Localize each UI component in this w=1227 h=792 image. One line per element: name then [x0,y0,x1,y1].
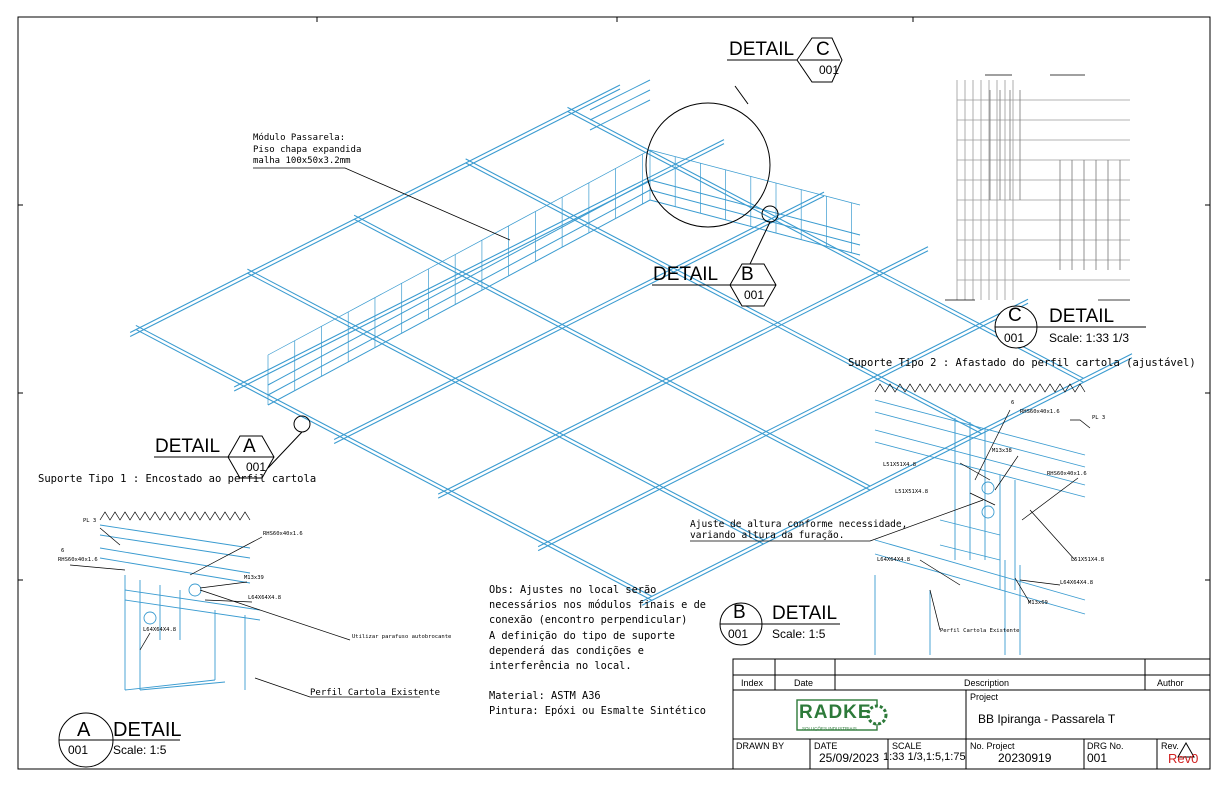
label-rhs-right: RHS60x40x1.6 [1047,471,1087,477]
tb-project-name: BB Ipiranga - Passarela T [978,712,1116,726]
detail-a-drawing [99,511,261,691]
detail-c-circle [645,102,771,228]
obs-line-3: conexão (encontro perpendicular) [489,614,688,627]
obs-spacer [489,674,706,689]
view-a-letter: A [77,719,91,741]
obs-painting: Pintura: Epóxi ou Esmalte Sintético [489,705,706,718]
label-perfil-a: Perfil Cartola Existente [310,688,441,698]
label-rhs-right-a: RHS60x40x1.6 [263,531,303,537]
label-pl3-a: PL 3 [83,518,97,524]
label-six-b: 6 [1011,400,1015,406]
tb-rev-label: Rev. [1161,741,1179,751]
detail-b-callout-word: DETAIL [653,264,719,285]
view-b-scale: Scale: 1:5 [772,627,826,641]
label-utilizar: Utilizar parafuso autobrocante [352,634,452,640]
label-l51-right: L51X51X4.8 [1071,557,1105,563]
label-l64-right-b: L64X64X4.8 [1060,580,1094,586]
view-a-title: DETAIL [113,719,182,741]
tb-scale-label: SCALE [892,741,922,751]
label-l64-right-a: L64X64X4.8 [248,595,282,601]
view-title-b [719,602,840,646]
view-c-scale: Scale: 1:33 1/3 [1049,331,1130,345]
tb-rev-value: Rev0 [1168,751,1199,766]
callout-line-2: Piso chapa expandida [253,144,362,155]
label-m13-bottom: M13x69 [1028,600,1048,606]
ajuste-line-2: variando altura da furação. [690,530,845,541]
modulo-passarela-callout: Módulo Passarela: Piso chapa expandida m… [253,133,361,168]
tb-date-header: Date [794,678,814,688]
label-l64-left-b: L64X64X4.8 [877,557,911,563]
tb-scale-value: 1:33 1/3,1:5,1:75 [883,751,966,763]
view-b-title: DETAIL [772,603,838,624]
label-l51-2: L51X51X4.8 [895,489,929,495]
obs-line-6: interferência no local. [489,660,632,673]
detail-c-callout-sheet: 001 [819,63,840,77]
label-m13-a: M13x39 [244,575,264,581]
support-type-2-title: Suporte Tipo 2 : Afastado do perfil cart… [848,357,1196,369]
detail-callout-c [727,37,843,83]
detail-a-circle [293,415,311,433]
detail-b-callout-sheet: 001 [744,288,765,302]
label-pl3-b: PL 3 [1092,415,1106,421]
view-a-sheet: 001 [68,743,89,757]
view-a-scale: Scale: 1:5 [113,743,167,757]
detail-a-callout-sheet: 001 [246,460,267,474]
label-l64-left-a: L64X64X4.8 [143,627,177,633]
detail-b-callout-letter: B [741,264,754,285]
radke-logo [796,699,888,731]
obs-line-1: Obs: Ajustes no local serão [489,584,657,596]
radke-logo-subtitle: SOLUÇÕES INDUSTRIAIS [802,726,857,731]
label-l51-1: L51X51X4.8 [883,462,917,468]
callout-line-1: Módulo Passarela: [253,133,346,143]
detail-c-leader [734,85,749,105]
obs-line-5: dependerá das condições e [489,644,644,657]
ajuste-altura-note: Ajuste de altura conforme necessidade, v… [690,519,907,541]
radke-logo-text: RADKE [799,702,872,723]
view-c-title: DETAIL [1049,306,1115,327]
obs-line-2: necessários nos módulos finais e de [489,599,706,612]
callout-line-3: malha 100x50x3.2mm [253,156,351,166]
label-rhs-left-a: RHS60x40x1.6 [58,557,98,563]
tb-drawn-by-label: DRAWN BY [736,741,785,751]
tb-drg-label: DRG No. [1087,741,1124,751]
isometric-structure-grid [129,84,1133,606]
label-m13-b: M13x38 [992,448,1012,454]
tb-drg-value: 001 [1087,751,1108,765]
detail-c-callout-word: DETAIL [729,39,795,60]
detail-a-callout-word: DETAIL [155,436,221,457]
view-b-letter: B [733,602,746,623]
detail-callout-a [154,435,275,479]
label-six-a: 6 [61,548,65,554]
tb-date-value: 25/09/2023 [819,751,880,765]
detail-callout-b [652,263,777,307]
view-b-sheet: 001 [728,627,749,641]
obs-material: Material: ASTM A36 [489,690,601,703]
obs-line-4: A definição do tipo de suporte [489,629,675,642]
view-title-a [58,712,180,768]
ajuste-line-1: Ajuste de altura conforme necessidade, [690,519,908,530]
tb-no-project-label: No. Project [970,741,1015,751]
tb-no-project-value: 20230919 [998,751,1052,765]
detail-a-callout-letter: A [243,436,256,457]
view-c-letter: C [1008,305,1022,326]
observations-notes: Obs: Ajustes no local serão necessários … [489,583,706,720]
support-type-1-title: Suporte Tipo 1 : Encostado ao perfil car… [38,473,317,485]
label-rhs-top: RHS60x40x1.6 [1020,409,1060,415]
tb-index-header: Index [741,678,764,688]
view-title-c [994,305,1146,349]
tb-author-header: Author [1157,678,1184,688]
detail-c-callout-letter: C [816,39,830,60]
tb-project-label: Project [970,692,999,702]
tb-date-label: DATE [814,741,838,751]
walkway-module [267,79,861,406]
tb-description-header: Description [964,678,1010,688]
label-perfil-b: Perfil Cartola Existente [940,628,1020,634]
detail-c-drawing [945,74,1130,301]
view-c-sheet: 001 [1004,331,1025,345]
